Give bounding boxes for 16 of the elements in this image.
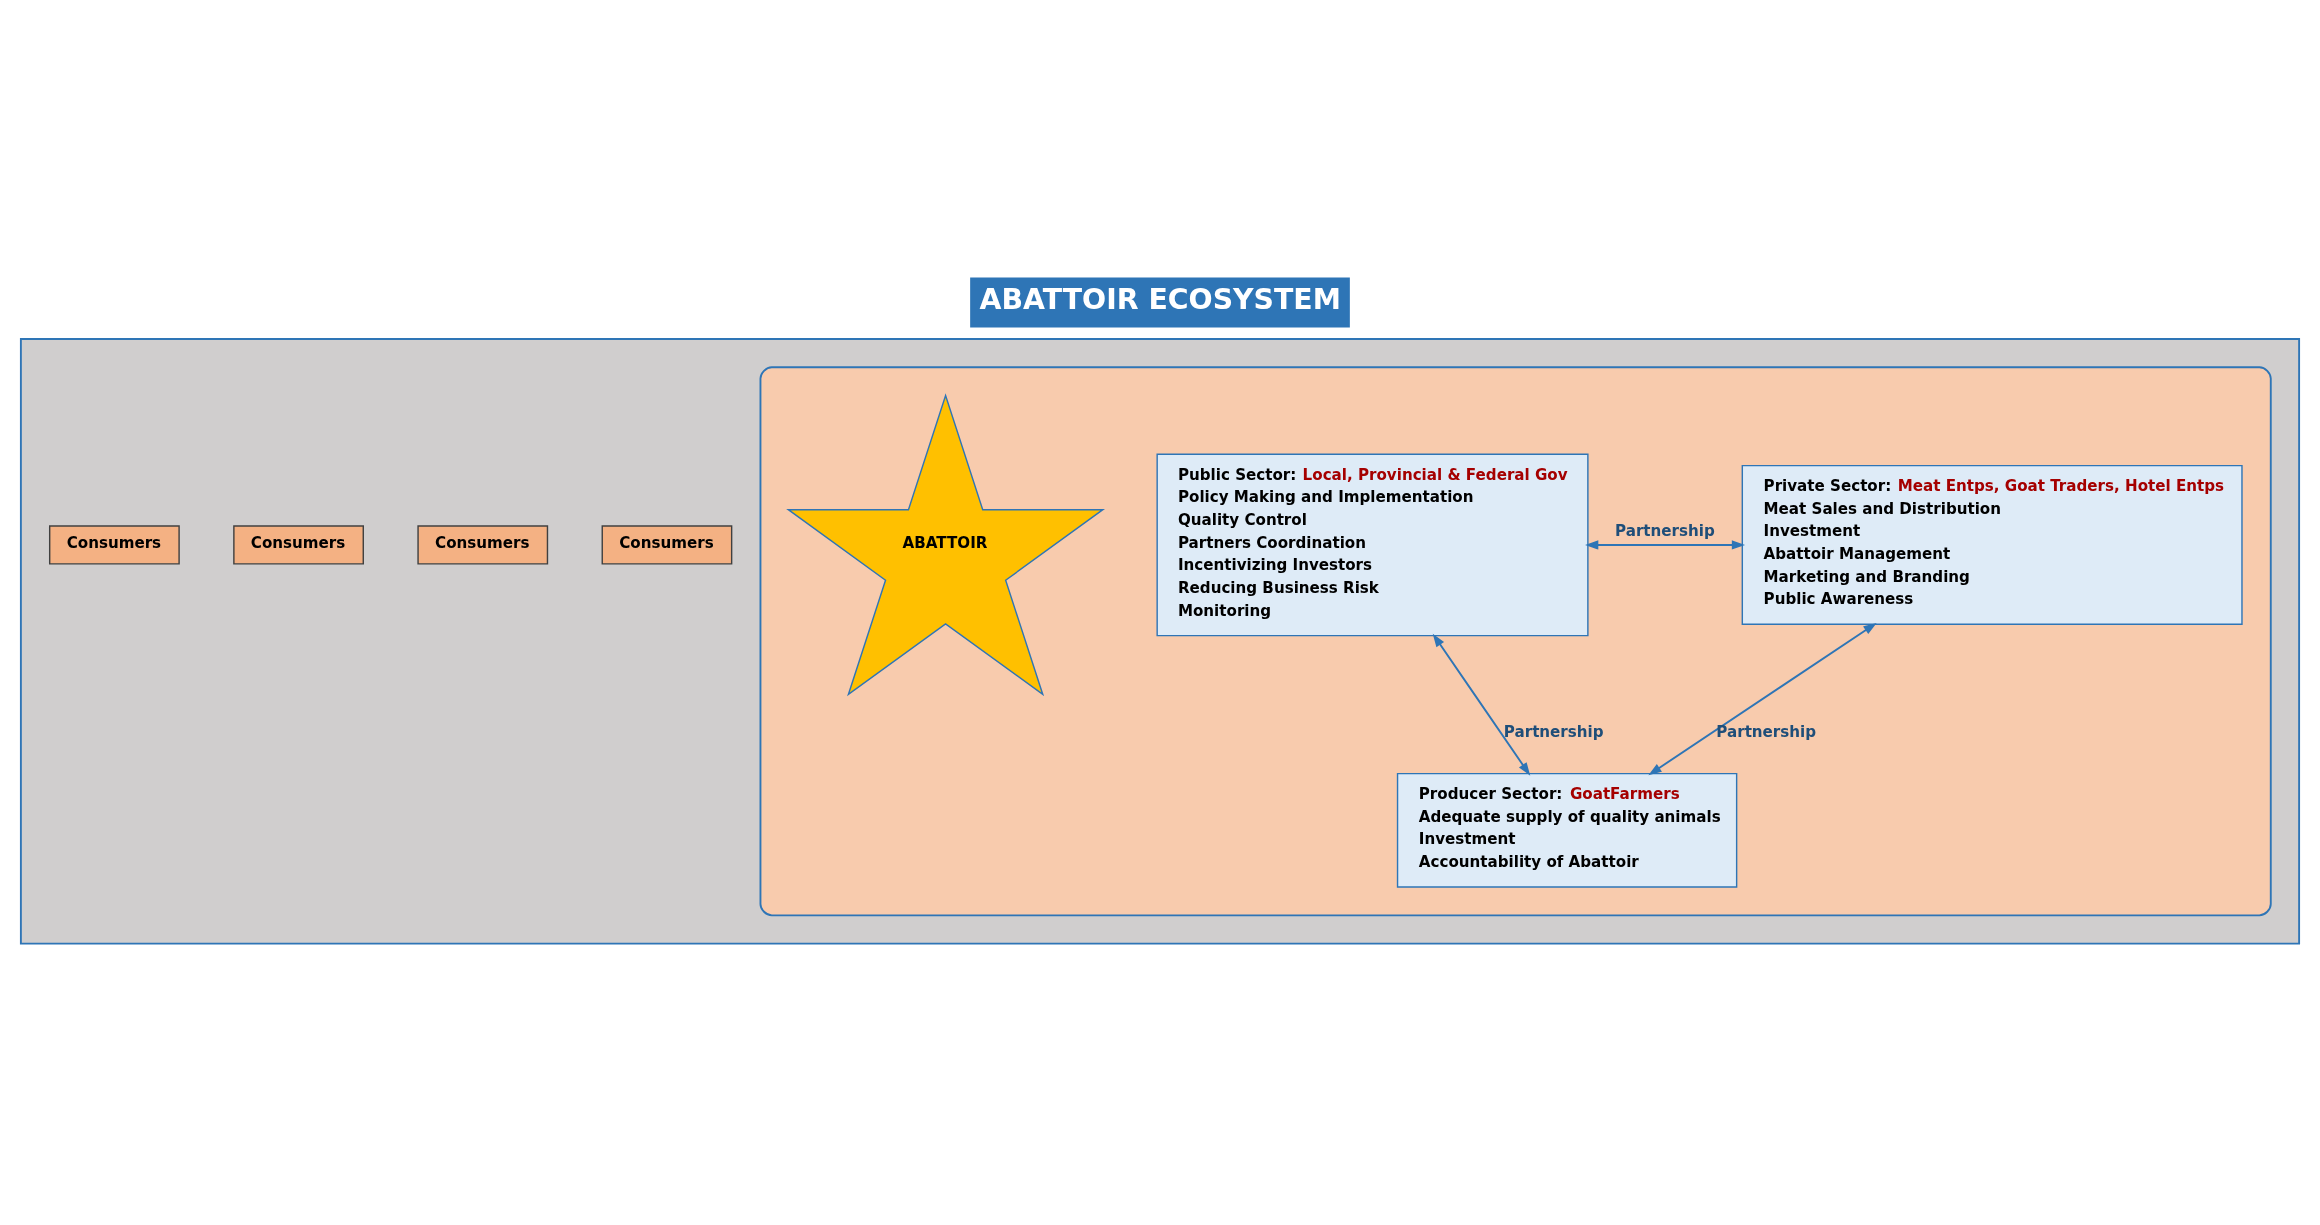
edge-label: Partnership [1615,522,1715,541]
diagram-title: ABATTOIR ECOSYSTEM [979,283,1341,317]
arrow [1585,540,1746,550]
node-box: Private Sector: Meat Entps, Goat Traders, Hotel Entps Meat Sales and Distribution Investment Abattoir Management Marketing and Branding Public Awareness [1741,464,2243,625]
arrow [1432,633,1531,776]
node-box: Consumers [233,525,364,565]
cluster [19,338,2301,945]
cluster [759,366,2272,917]
edge-label: Partnership [1716,722,1817,741]
arrow [1648,622,1877,776]
node-box: Consumers [601,525,733,565]
node-box: Consumers [417,525,549,565]
node-box: Public Sector: Local, Provincial & Federal Gov Policy Making and Implementation Quality Control Partners Coordination Incentivizing Investors Reducing Business Risk Monitoring [1156,453,1589,637]
node-box: Producer Sector: GoatFarmers Adequate supply of quality animals Investment Accountability of Abattoir [1396,772,1738,888]
edge-label: Partnership [1503,722,1604,741]
node-box: Consumers [49,525,180,565]
